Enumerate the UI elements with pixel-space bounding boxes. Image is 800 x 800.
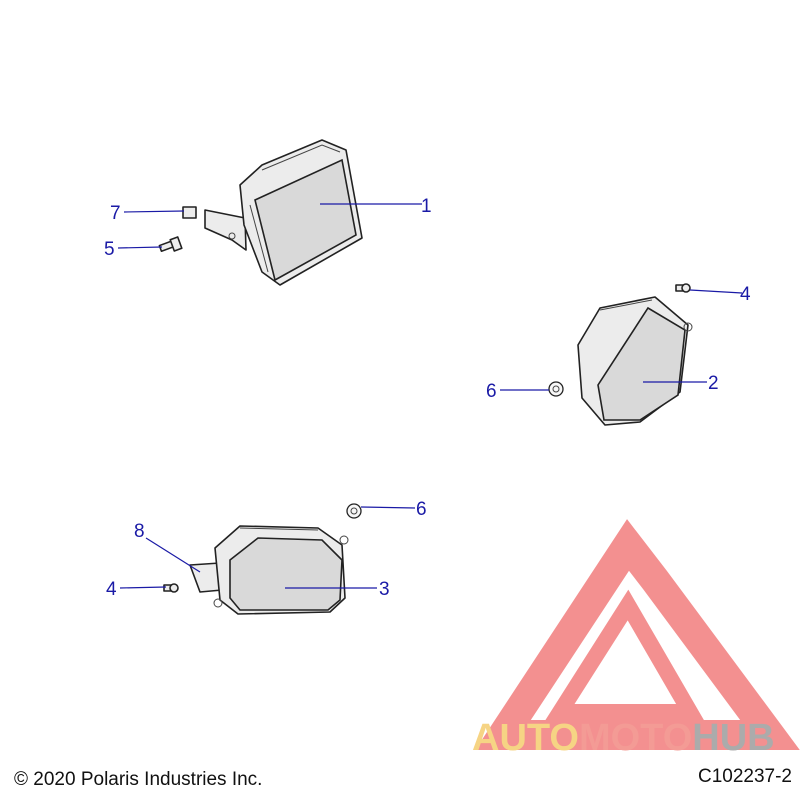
copyright-text: © 2020 Polaris Industries Inc.	[14, 769, 263, 790]
grommet-middle	[548, 381, 564, 397]
diagram-code: C102237-2	[697, 766, 792, 787]
leader-6-lower	[360, 506, 416, 509]
leader-lines	[117, 203, 743, 589]
callout-2: 2	[708, 373, 719, 394]
leader-4-upper	[689, 289, 743, 294]
headlight-upper-bracket	[204, 209, 247, 251]
screw-part	[158, 236, 183, 253]
grommet-middle-inner	[552, 385, 560, 393]
watermark-hub: HUB	[692, 717, 774, 759]
headlight-upper-lens	[254, 158, 357, 282]
callout-4-lower: 4	[106, 579, 117, 600]
watermark-logo: AUTOMOTOHUB	[472, 519, 800, 759]
callout-labels: 1 2 3 4 4 5 6 6 7 8	[104, 196, 751, 600]
headlight-right-rim	[599, 299, 653, 311]
grommet-middle-outer	[548, 381, 564, 397]
screw-lower-left-head	[169, 583, 179, 593]
callout-8: 8	[134, 521, 145, 542]
headlight-upper-edge	[249, 204, 269, 273]
headlight-lower-rim	[239, 527, 319, 531]
screw-head	[169, 236, 183, 252]
callout-6-lower: 6	[416, 499, 427, 520]
clip-part	[182, 206, 197, 219]
watermark-inner-mark	[545, 589, 704, 720]
headlight-right	[577, 296, 693, 426]
callout-7: 7	[110, 203, 121, 224]
headlight-upper	[204, 139, 363, 286]
bracket-hole	[228, 232, 236, 240]
leader-4-lower	[119, 586, 167, 589]
callout-6-middle: 6	[486, 381, 497, 402]
headlight-lower-mount	[213, 598, 223, 608]
screw-upper-right-head	[681, 283, 691, 293]
headlight-lower-mount-2	[339, 535, 349, 545]
grommet-lower	[346, 503, 362, 519]
screw-lower-left	[163, 583, 179, 593]
screw-upper-right	[675, 283, 691, 293]
callout-5: 5	[104, 239, 115, 260]
watermark-auto: AUTO	[472, 717, 579, 759]
watermark-text: AUTOMOTOHUB	[472, 717, 775, 759]
headlight-right-mount	[683, 322, 693, 332]
callout-1: 1	[421, 196, 432, 217]
watermark-triangle	[475, 519, 800, 750]
grommet-lower-inner	[350, 507, 358, 515]
headlight-right-lens	[597, 306, 686, 421]
headlight-lower	[189, 525, 349, 615]
clip-body	[182, 206, 197, 219]
leader-5	[117, 246, 163, 249]
headlight-upper-rim	[261, 144, 341, 171]
leader-8	[145, 537, 201, 573]
callout-3: 3	[379, 579, 390, 600]
grommet-lower-outer	[346, 503, 362, 519]
headlight-lower-lens	[229, 537, 343, 611]
callout-4-upper: 4	[740, 284, 751, 305]
leader-7	[123, 210, 185, 213]
watermark-moto: MOTO	[579, 717, 692, 759]
